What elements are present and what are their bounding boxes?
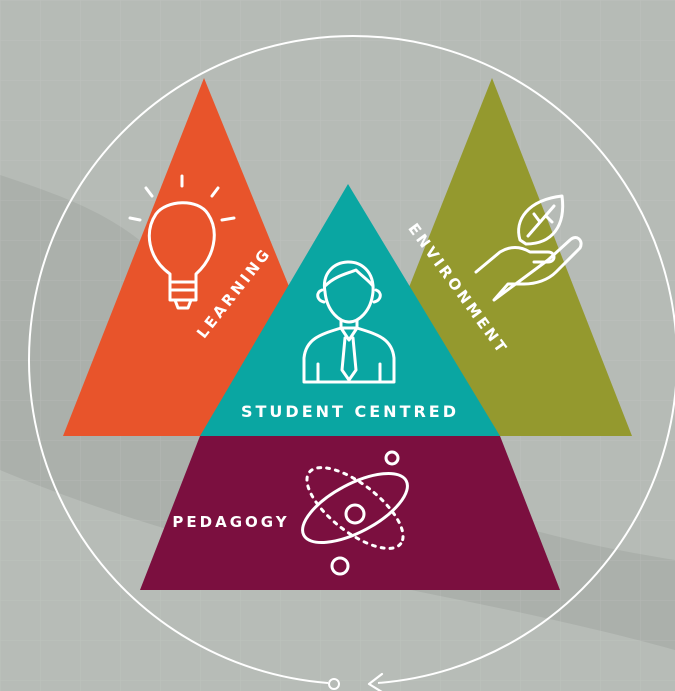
- lightbulb-icon: [128, 174, 236, 310]
- atom-icon: [301, 450, 409, 576]
- cycle-start-dot: [328, 678, 340, 690]
- cycle-circle: [28, 35, 675, 684]
- student-centred-label: STUDENT CENTRED: [241, 402, 459, 421]
- student-person-icon: [302, 260, 396, 384]
- pedagogy-label: PEDAGOGY: [172, 513, 289, 531]
- hand-leaf-icon: [474, 194, 583, 302]
- pedagogy-triangle: [140, 436, 560, 590]
- student-centred-triangle: [200, 184, 500, 436]
- cycle-arrow-icon: [367, 672, 384, 691]
